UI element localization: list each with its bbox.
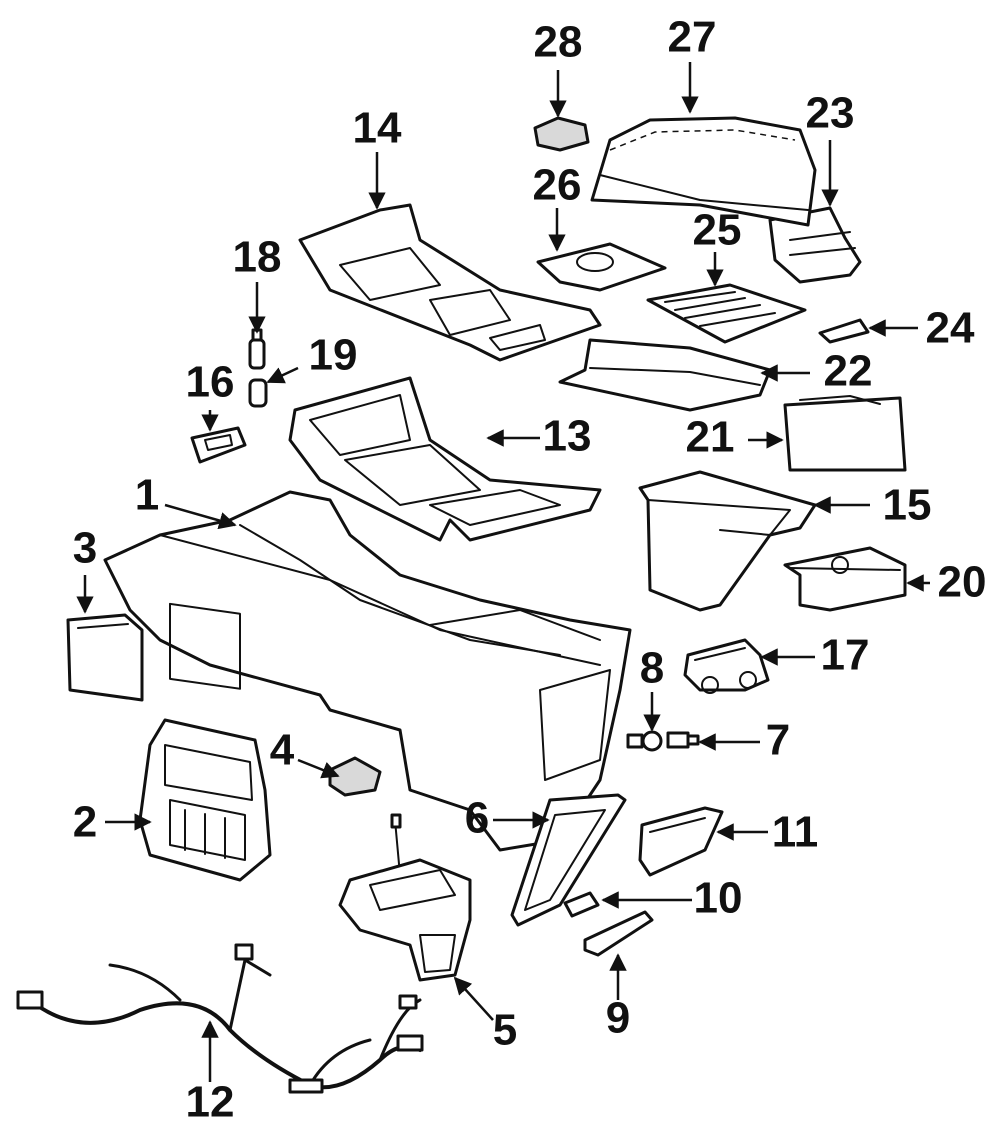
callout-23: 23 <box>806 89 855 138</box>
part-10-connector[interactable] <box>563 891 600 918</box>
part-4-latch[interactable] <box>328 756 382 797</box>
callout-3: 3 <box>73 524 97 573</box>
part-15-storage-bin[interactable] <box>638 470 817 612</box>
part-13-trim-frame[interactable] <box>288 376 602 542</box>
part-17-cup-holder-clip[interactable] <box>683 638 770 694</box>
callout-4: 4 <box>270 726 295 775</box>
part-20-insert-tray[interactable] <box>783 546 907 612</box>
part-22-tray[interactable] <box>558 338 772 412</box>
callout-6: 6 <box>465 794 489 843</box>
callout-8: 8 <box>640 644 664 693</box>
callout-19: 19 <box>309 331 358 380</box>
part-18-fastener[interactable] <box>248 328 266 370</box>
part-16-switch-bezel[interactable] <box>190 426 247 464</box>
callout-16: 16 <box>186 358 235 407</box>
callout-21: 21 <box>686 413 735 462</box>
part-11-pocket[interactable] <box>638 806 724 877</box>
callout-24: 24 <box>926 304 975 353</box>
part-5-shifter[interactable] <box>338 813 472 982</box>
callout-10: 10 <box>694 874 743 923</box>
callout-13: 13 <box>543 412 592 461</box>
callout-20: 20 <box>938 558 987 607</box>
part-6-bezel[interactable] <box>510 793 627 927</box>
part-1-console-body[interactable] <box>103 490 632 852</box>
part-28-latch-knob[interactable] <box>533 116 590 152</box>
callout-15: 15 <box>883 481 932 530</box>
part-26-cup-holder-plate[interactable] <box>536 242 667 292</box>
callout-22: 22 <box>824 347 873 396</box>
part-3-side-panel[interactable] <box>66 613 144 702</box>
part-2-bracket[interactable] <box>138 718 272 882</box>
part-9-lens[interactable] <box>583 910 654 957</box>
callout-18: 18 <box>233 233 282 282</box>
callout-17: 17 <box>821 631 870 680</box>
part-14-top-plate[interactable] <box>298 203 602 362</box>
callout-labels: 1 2 3 4 5 6 7 8 9 10 11 12 13 14 15 16 1… <box>73 13 987 1127</box>
part-21-module[interactable] <box>783 395 907 472</box>
part-12-wiring-harness[interactable] <box>16 943 424 1094</box>
callout-14: 14 <box>353 104 402 153</box>
callout-1: 1 <box>135 471 159 520</box>
callout-27: 27 <box>668 13 717 62</box>
callout-2: 2 <box>73 798 97 847</box>
callout-7: 7 <box>766 716 790 765</box>
part-25-grille-plate[interactable] <box>646 283 807 344</box>
callout-9: 9 <box>606 994 630 1043</box>
callout-28: 28 <box>534 18 583 67</box>
callout-25: 25 <box>693 206 742 255</box>
part-8-bulb[interactable] <box>626 730 663 752</box>
leader-lines <box>76 62 930 1082</box>
part-24-clip[interactable] <box>818 318 870 344</box>
callout-12: 12 <box>186 1078 235 1127</box>
callout-5: 5 <box>493 1006 517 1055</box>
part-23-hinge[interactable] <box>768 206 862 284</box>
part-27-armrest-lid[interactable] <box>590 116 817 227</box>
part-7-socket[interactable] <box>666 731 700 749</box>
callout-26: 26 <box>533 161 582 210</box>
callout-11: 11 <box>772 808 819 857</box>
part-19-grommet[interactable] <box>248 378 268 408</box>
